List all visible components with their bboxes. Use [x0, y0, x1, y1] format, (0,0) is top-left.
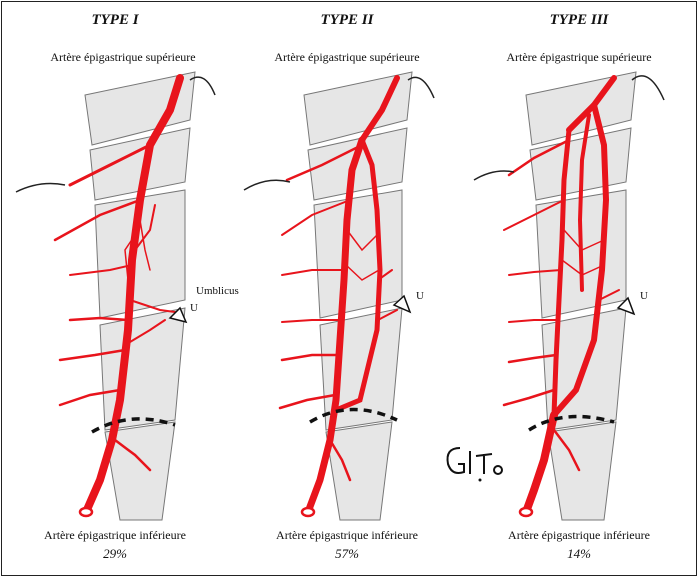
- type-3-diagram: [473, 71, 665, 521]
- inferior-artery-label: Artère épigastrique inférieure: [276, 528, 418, 542]
- umbilicus-icon: [616, 296, 636, 316]
- superior-artery-label: Artère épigastrique supérieure: [274, 50, 420, 64]
- nerve-line: [631, 75, 665, 101]
- percentage: 29%: [103, 546, 127, 561]
- vessel-end-circle: [78, 506, 94, 518]
- rectus-muscle: [84, 71, 196, 521]
- panel-title: TYPE III: [549, 12, 609, 28]
- inferior-artery-label: Artère épigastrique inférieure: [508, 528, 650, 542]
- percentage: 57%: [335, 546, 359, 561]
- nerve-line: [473, 170, 515, 181]
- nerve-line: [243, 179, 291, 191]
- artist-signature: [446, 447, 503, 482]
- dashed-line: [309, 407, 398, 424]
- inferior-artery-label: Artère épigastrique inférieure: [44, 528, 186, 542]
- nerve-line: [407, 76, 435, 99]
- umbilicus-marker: U: [190, 302, 198, 314]
- vessel-end-circle: [300, 506, 316, 518]
- panel-type-3: TYPE III Artère épigastrique supérieure: [464, 0, 694, 579]
- panel-type-1: TYPE I Artère épigastrique supérieure: [0, 0, 239, 579]
- superior-artery-label: Artère épigastrique supérieure: [50, 50, 196, 64]
- panel-type-2: TYPE II Artère épigastrique supérieure: [232, 0, 462, 579]
- dashed-line: [91, 417, 176, 434]
- vessel-end-circle: [518, 506, 534, 518]
- nerve-line: [189, 76, 216, 96]
- percentage: 14%: [567, 546, 591, 561]
- panel-title: TYPE I: [91, 12, 139, 28]
- umbilicus-label: Umblicus: [196, 285, 239, 297]
- superior-artery-label: Artère épigastrique supérieure: [506, 50, 652, 64]
- rectus-muscle: [303, 71, 413, 521]
- arteries: [53, 74, 184, 516]
- dashed-line: [528, 414, 615, 432]
- type-1-diagram: [15, 71, 216, 521]
- umbilicus-icon: [168, 306, 188, 324]
- nerve-line: [15, 182, 66, 193]
- umbilicus-marker: U: [640, 290, 648, 302]
- panel-title: TYPE II: [320, 12, 374, 28]
- umbilicus-icon: [392, 294, 412, 314]
- arteries: [278, 75, 400, 516]
- umbilicus-marker: U: [416, 290, 424, 302]
- type-2-diagram: [243, 71, 435, 521]
- arteries: [502, 75, 620, 516]
